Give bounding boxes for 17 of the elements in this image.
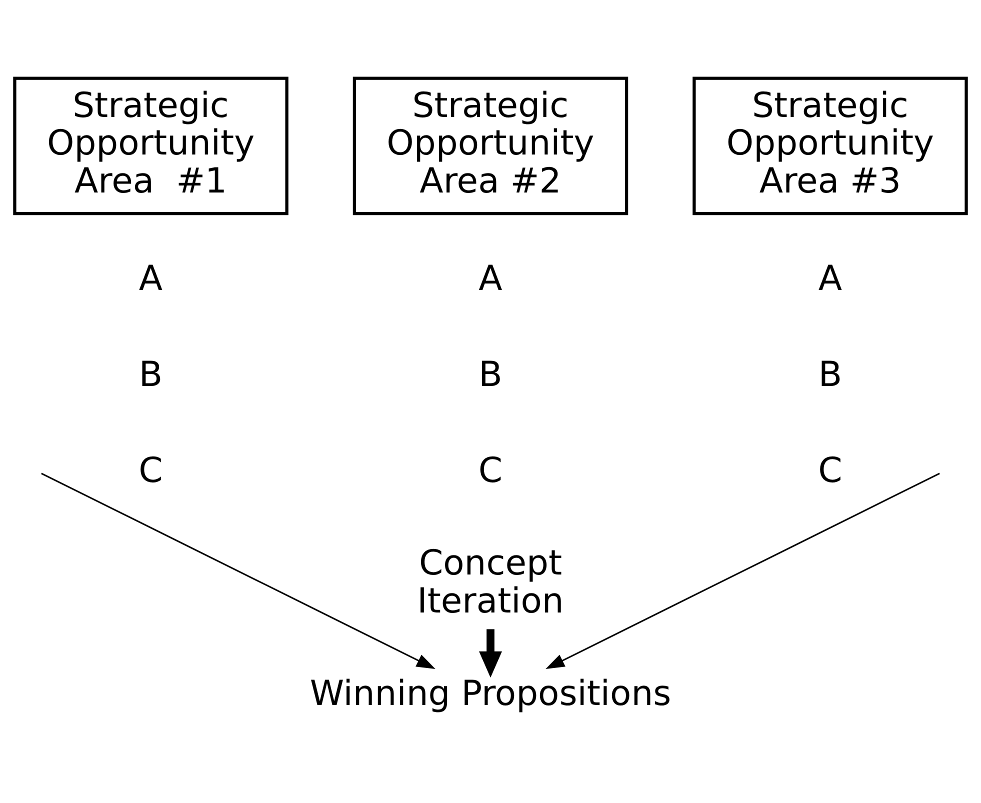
node-text: Concept Iteration [417, 544, 564, 622]
label: A [138, 258, 163, 299]
node-box: Strategic Opportunity Area #3 [692, 76, 968, 216]
label: B [478, 354, 502, 395]
node-box: Strategic Opportunity Area #1 [13, 76, 288, 216]
label: B [818, 354, 842, 395]
node-box: Strategic Opportunity Area #2 [352, 76, 628, 216]
label: A [478, 258, 502, 299]
label: C [478, 450, 503, 491]
arrow [546, 472, 940, 670]
label: C [138, 450, 163, 491]
label: C [818, 450, 842, 491]
arrow [41, 472, 436, 670]
label: A [818, 258, 842, 299]
label: B [138, 354, 163, 395]
arrow [478, 629, 502, 678]
node-text: Winning Propositions [310, 674, 672, 714]
